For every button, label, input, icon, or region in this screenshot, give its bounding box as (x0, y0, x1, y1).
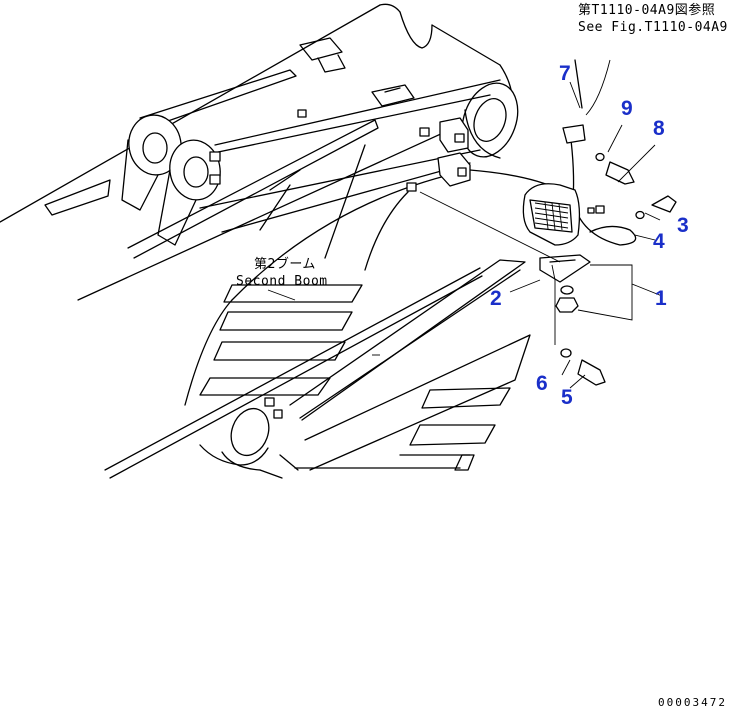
boom-lug-right (157, 139, 221, 246)
reference-line-jp: 第T1110-04A9図参照 (578, 2, 715, 18)
second-boom (184, 169, 561, 479)
bolt-3 (651, 195, 677, 213)
top-bracket-2 (371, 84, 415, 107)
callout-4: 4 (653, 230, 665, 253)
callout-3: 3 (677, 214, 689, 237)
callout-2: 2 (490, 287, 502, 310)
callout-7: 7 (559, 62, 571, 85)
callout-5: 5 (561, 386, 573, 409)
bolt-5 (577, 359, 606, 386)
upper-boom (0, 3, 519, 479)
top-bracket-1 (299, 37, 346, 73)
mounting-block-1 (439, 117, 469, 153)
bolt-8 (605, 161, 635, 185)
reference-line-en: See Fig.T1110-04A9 (578, 20, 728, 35)
boom-label-en: Second Boom (236, 274, 328, 289)
callout-9: 9 (621, 97, 633, 120)
lamp-assembly (364, 59, 677, 386)
boom-lug-left (121, 114, 182, 211)
boom-label-jp: 第2ブーム (254, 256, 316, 272)
work-lamp (522, 183, 581, 246)
callout-8: 8 (653, 117, 665, 140)
callout-leaders (267, 81, 663, 389)
callout-6: 6 (536, 372, 548, 395)
boom-decal (199, 259, 531, 479)
callout-1: 1 (655, 287, 667, 310)
drawing-code: 00003472 (658, 696, 727, 709)
mounting-block-2 (437, 152, 471, 187)
